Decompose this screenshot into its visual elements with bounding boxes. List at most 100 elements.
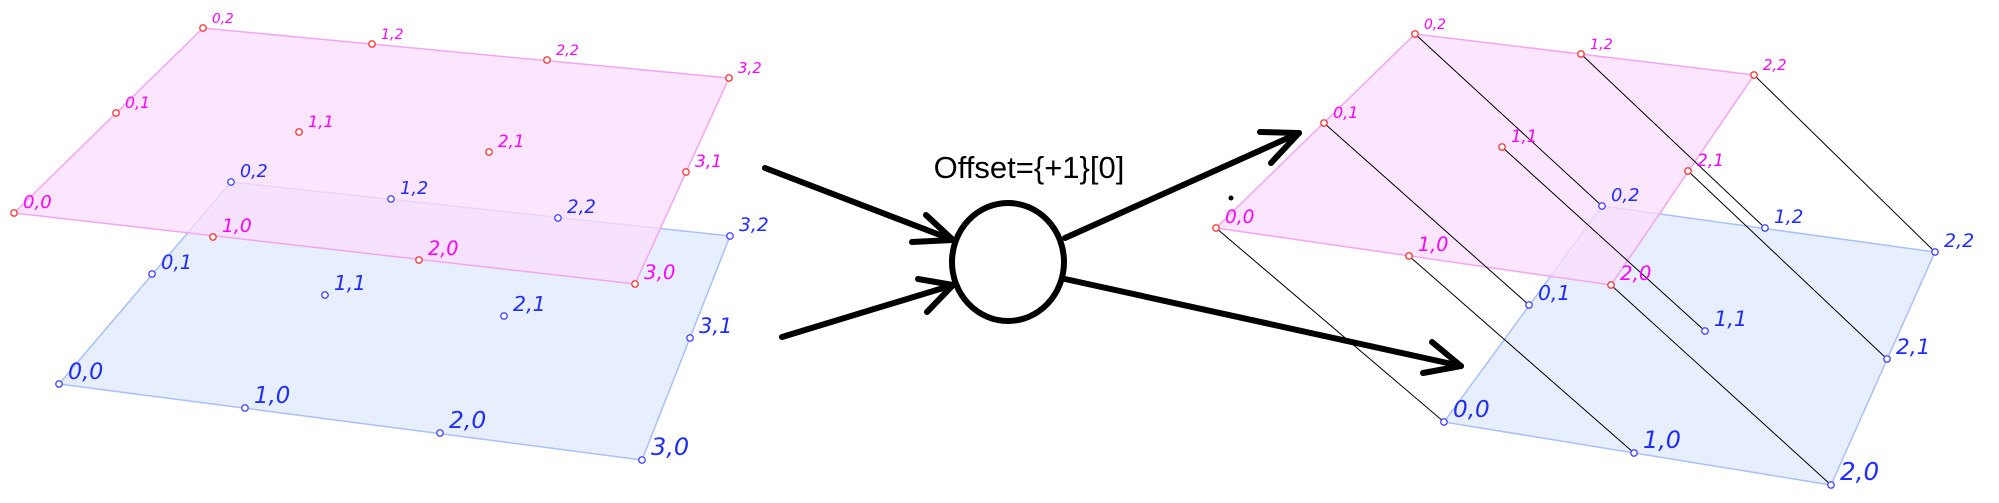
input-top-plane — [12, 27, 731, 285]
input-bottom-point-label: 3,2 — [739, 215, 769, 236]
grid-planes — [12, 27, 1937, 486]
output-bottom-point — [1440, 418, 1448, 426]
input-arrow-top-head — [923, 212, 956, 243]
output-arrow-bottom-head — [1429, 339, 1464, 369]
output-bottom-point-label: 0,0 — [1453, 397, 1490, 423]
output-top-point — [1607, 281, 1615, 289]
output-bottom-point-label: 1,1 — [1714, 307, 1747, 331]
offset-links — [1215, 33, 1936, 486]
input-bottom-point — [554, 214, 562, 222]
output-top-point-label: 0,0 — [1225, 207, 1254, 228]
input-top-point-label: 2,0 — [428, 237, 459, 260]
input-top-point-label: 3,2 — [738, 59, 762, 77]
input-top-point — [368, 40, 376, 48]
input-bottom-point-label: 0,1 — [161, 251, 192, 274]
operator-node — [762, 129, 1464, 376]
input-bottom-point-label: 2,1 — [513, 292, 546, 316]
output-top-point — [1212, 224, 1220, 232]
input-top-point-label: 0,0 — [23, 192, 52, 213]
input-arrow-top-head — [909, 237, 956, 245]
offset-link-line — [1610, 284, 1832, 486]
output-top-point-label: 1,1 — [1511, 127, 1537, 146]
output-arrow-top — [1062, 130, 1302, 241]
output-bottom-point-label: 0,2 — [1611, 185, 1639, 206]
input-top-point — [199, 24, 207, 32]
input-bottom-point — [500, 312, 508, 320]
input-top-point — [631, 280, 639, 288]
input-bottom-point-label: 1,1 — [334, 271, 366, 295]
input-top-point-label: 3,0 — [644, 261, 675, 284]
input-bottom-point-label: 1,0 — [254, 383, 290, 409]
input-bottom-point-label: 1,2 — [400, 178, 428, 199]
grid-points — [10, 24, 1939, 489]
output-top-point — [1750, 71, 1758, 79]
output-arrow-bottom — [1062, 276, 1464, 369]
output-top-point — [1577, 50, 1585, 58]
input-top-point — [112, 109, 120, 117]
input-bottom-point — [726, 232, 734, 240]
output-bottom-point — [1525, 301, 1533, 309]
output-top-point-label: 0,2 — [1424, 17, 1446, 33]
input-top-point — [295, 128, 303, 136]
output-top-point — [1320, 119, 1328, 127]
input-top-point-label: 1,2 — [381, 27, 403, 43]
output-arrow-bottom-head — [1420, 363, 1464, 376]
input-bottom-point — [387, 195, 395, 203]
input-bottom-point-label: 0,2 — [240, 162, 268, 182]
operator-circle — [949, 200, 1067, 324]
output-bottom-point — [1827, 481, 1835, 489]
input-bottom-point — [148, 270, 156, 278]
input-bottom-point — [321, 291, 329, 299]
input-arrow-top — [762, 165, 956, 243]
offset-link-line — [1580, 53, 1766, 229]
output-bottom-point-label: 2,2 — [1944, 230, 1974, 252]
input-bottom-point-label: 2,0 — [449, 406, 486, 434]
input-bottom-point — [436, 429, 444, 437]
output-bottom-point-label: 2,1 — [1896, 335, 1930, 360]
input-top-point — [682, 168, 690, 176]
output-top-point-label: 2,1 — [1697, 151, 1724, 171]
input-top-point-label: 3,1 — [695, 152, 722, 172]
output-top-point-label: 2,0 — [1620, 262, 1651, 285]
output-top-point — [1498, 143, 1506, 151]
input-bottom-point-label: 0,0 — [68, 359, 103, 385]
input-top-point-label: 2,1 — [498, 132, 524, 151]
output-bottom-point-label: 2,0 — [1840, 457, 1879, 486]
input-top-point — [725, 74, 733, 82]
grid-point-labels: 0,0 0,1 0,2 1,0 1,1 1,2 2,0 2,1 2,2 3,0 3,1 3,2 0,0 0… — [23, 11, 1974, 486]
input-top-point-label: 2,2 — [556, 43, 579, 59]
input-top-point — [485, 148, 493, 156]
output-bottom-point — [1630, 449, 1638, 457]
input-bottom-point — [55, 380, 63, 388]
offset-link-line — [1414, 33, 1603, 207]
output-top-point-label: 2,2 — [1763, 57, 1787, 74]
input-bottom-point — [638, 456, 646, 464]
input-top-point-label: 0,1 — [125, 93, 150, 112]
output-bottom-point — [1598, 202, 1606, 210]
output-bottom-point — [1761, 224, 1769, 232]
output-arrow-top-head — [1257, 129, 1302, 136]
offset-link-line — [1323, 122, 1530, 306]
input-bottom-point — [686, 334, 694, 342]
input-bottom-point-label: 3,1 — [699, 313, 733, 338]
output-bottom-point — [1883, 355, 1891, 363]
offset-link-line — [1501, 146, 1706, 332]
output-bottom-point — [1931, 248, 1939, 256]
offset-link-line — [1753, 74, 1936, 253]
input-top-point-label: 1,1 — [308, 112, 334, 131]
input-bottom-point — [227, 178, 235, 186]
output-bottom-point-label: 0,1 — [1538, 281, 1570, 305]
input-top-point — [415, 256, 423, 264]
output-top-point-label: 1,0 — [1418, 233, 1448, 256]
input-top-point-label: 0,2 — [212, 11, 234, 27]
output-top-point-label: 0,1 — [1333, 103, 1358, 122]
input-top-point — [543, 56, 551, 64]
output-bottom-point-label: 1,0 — [1643, 426, 1681, 454]
output-top-point — [1684, 167, 1692, 175]
input-arrow-bottom-head — [924, 282, 956, 315]
offset-link-line — [1215, 227, 1445, 423]
input-top-point-label: 1,0 — [222, 216, 252, 237]
input-arrow-bottom-head — [915, 276, 956, 288]
output-bottom-point — [1701, 327, 1709, 335]
